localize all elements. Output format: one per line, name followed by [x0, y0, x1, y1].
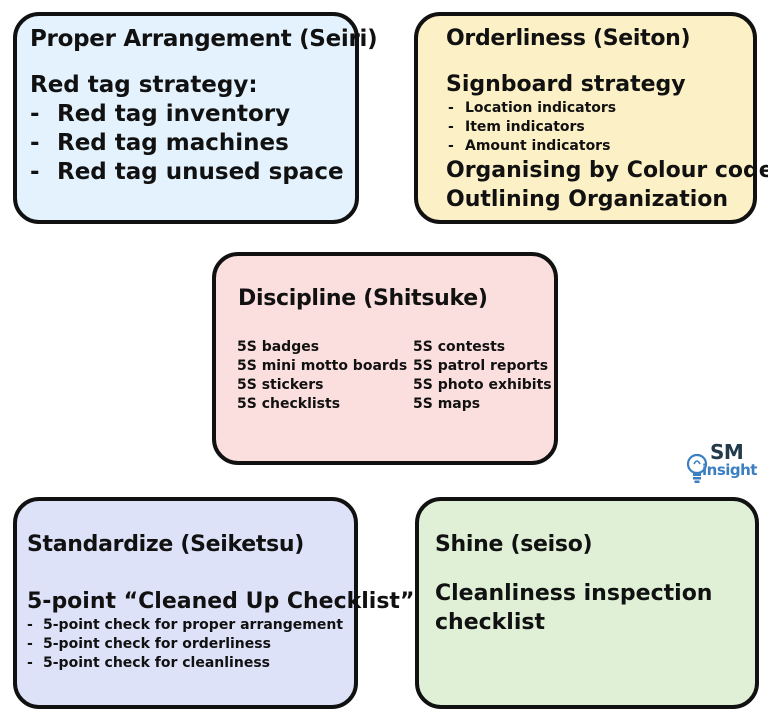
list-item: 5S badges	[237, 339, 320, 355]
list-item: -Location indicators	[446, 99, 768, 118]
list-item: -5-point check for cleanliness	[27, 654, 414, 673]
logo-text-insight: insight	[702, 461, 757, 479]
bullet-list: -Location indicators -Item indicators -A…	[446, 99, 768, 156]
bullet-list: -Red tag inventory -Red tag machines -Re…	[30, 100, 344, 187]
card-extra-line: Outlining Organization	[446, 187, 729, 212]
dash-marker: -	[27, 655, 33, 671]
list-item-text: 5-point check for proper arrangement	[43, 617, 344, 633]
list-item: -5-point check for proper arrangement	[27, 616, 414, 635]
list-item: 5S contests	[413, 339, 506, 355]
dash-marker: -	[27, 636, 33, 652]
list-item: 5S patrol reports	[413, 358, 549, 374]
card-seiton: Orderliness (Seiton) Signboard strategy …	[414, 12, 768, 224]
card-seiketsu: Standardize (Seiketsu) 5-point “Cleaned …	[13, 497, 414, 709]
card-body: Signboard strategy -Location indicators …	[446, 70, 768, 214]
card-title: Discipline (Shitsuke)	[238, 286, 488, 311]
sm-insight-logo: SM insight	[684, 440, 757, 490]
list-item-text: Amount indicators	[465, 138, 611, 154]
list-item: -Amount indicators	[446, 137, 768, 156]
dash-marker: -	[30, 130, 40, 156]
list-item-text: Red tag unused space	[57, 159, 344, 185]
lightbulb-icon	[686, 453, 708, 483]
list-item-text: 5-point check for cleanliness	[43, 655, 270, 671]
card-title: Orderliness (Seiton)	[446, 26, 691, 51]
list-item: -Red tag unused space	[30, 158, 344, 187]
list-item: 5S checklists	[237, 396, 341, 412]
card-body: 5-point “Cleaned Up Checklist” -5-point …	[27, 588, 414, 673]
list-item: 5S maps	[413, 396, 481, 412]
column-right: 5S contests 5S patrol reports 5S photo e…	[413, 338, 552, 414]
bullet-list: -5-point check for proper arrangement -5…	[27, 616, 414, 673]
dash-marker: -	[30, 159, 40, 185]
list-item-text: Location indicators	[465, 100, 617, 116]
card-shitsuke: Discipline (Shitsuke) 5S badges 5S mini …	[212, 252, 558, 465]
column-left: 5S badges 5S mini motto boards 5S sticke…	[237, 338, 407, 414]
list-item-text: 5-point check for orderliness	[43, 636, 271, 652]
card-heading: 5-point “Cleaned Up Checklist”	[27, 589, 415, 614]
card-seiri: Proper Arrangement (Seiri) Red tag strat…	[13, 12, 378, 224]
list-item: -Red tag inventory	[30, 100, 344, 129]
list-item-text: Red tag machines	[57, 130, 289, 156]
list-item-text: Red tag inventory	[57, 101, 291, 127]
list-item: -Red tag machines	[30, 129, 344, 158]
card-body-line: checklist	[435, 610, 545, 635]
card-heading: Signboard strategy	[446, 72, 686, 97]
list-item-text: Item indicators	[465, 119, 585, 135]
dash-marker: -	[448, 119, 454, 135]
card-heading: Red tag strategy:	[30, 72, 258, 98]
list-item: 5S mini motto boards	[237, 358, 408, 374]
card-body-line: Cleanliness inspection	[435, 581, 713, 606]
card-body: Cleanliness inspection checklist	[435, 579, 712, 637]
card-title: Proper Arrangement (Seiri)	[30, 26, 378, 52]
logo-text-sm: SM	[710, 440, 744, 464]
dash-marker: -	[30, 101, 40, 127]
dash-marker: -	[27, 617, 33, 633]
card-seiso: Shine (seiso) Cleanliness inspection che…	[415, 497, 759, 709]
list-item: 5S stickers	[237, 377, 324, 393]
card-body: Red tag strategy: -Red tag inventory -Re…	[30, 71, 344, 187]
dash-marker: -	[448, 100, 454, 116]
card-title: Standardize (Seiketsu)	[27, 532, 305, 557]
card-extra-line: Organising by Colour code	[446, 158, 768, 183]
dash-marker: -	[448, 138, 454, 154]
card-title: Shine (seiso)	[435, 532, 593, 557]
list-item: -5-point check for orderliness	[27, 635, 414, 654]
list-item: -Item indicators	[446, 118, 768, 137]
list-item: 5S photo exhibits	[413, 377, 552, 393]
